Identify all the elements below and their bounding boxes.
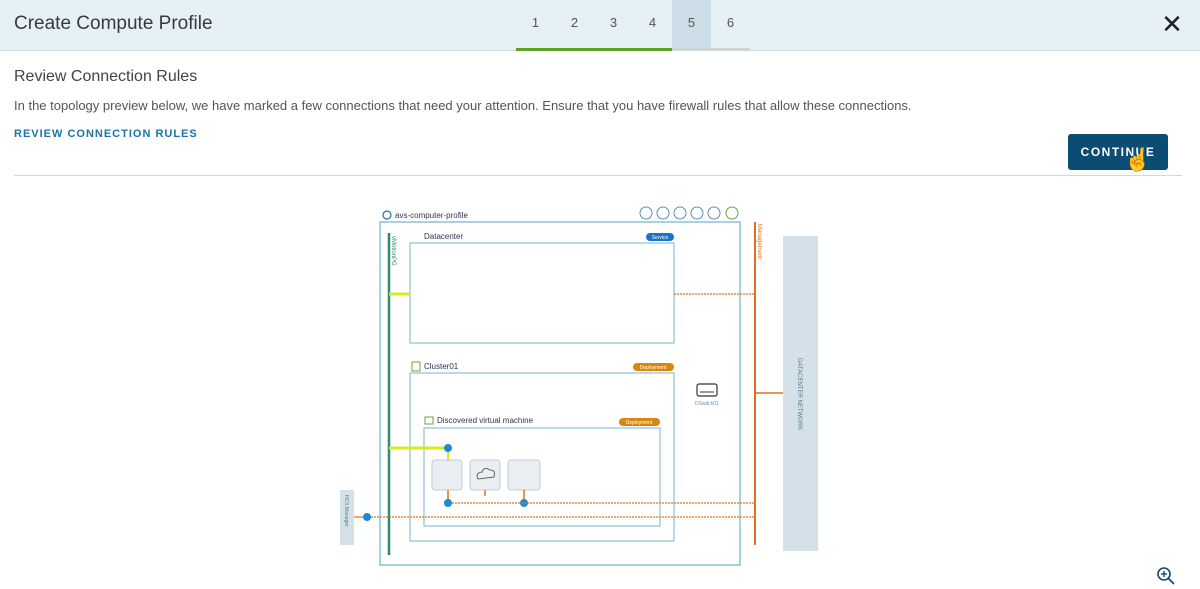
wizard-header: Create Compute Profile 1 2 3 4 5 6 ✕ [0, 0, 1200, 51]
profile-name: avs-computer-profile [395, 211, 468, 220]
service-icon-5[interactable] [707, 206, 721, 220]
cluster-badge [633, 363, 674, 371]
datacenter-label: Datacenter [424, 232, 463, 241]
topology-preview: avs-computer-profile vMotionPG Managemen… [330, 200, 830, 580]
section-description: In the topology preview below, we have m… [14, 98, 912, 113]
service-icon-1[interactable] [639, 206, 653, 220]
divider [14, 175, 1182, 176]
vm-badge-text: Deployment [626, 420, 653, 426]
datacenter-box[interactable] [409, 242, 675, 344]
continue-button[interactable]: CONTINUE [1068, 134, 1168, 170]
vmotion-label: vMotionPG [390, 236, 396, 266]
cluster-label: Cluster01 [424, 362, 459, 371]
zoom-in-icon[interactable] [1156, 566, 1176, 586]
vm-box[interactable] [423, 427, 661, 527]
service-badge-text: Service [652, 235, 669, 241]
service-icon-3[interactable] [673, 206, 687, 220]
cloud-appliance-icon[interactable] [469, 459, 501, 491]
datacenter-network-bar[interactable] [783, 236, 818, 551]
service-icon-4[interactable] [690, 206, 704, 220]
network-extension-icon[interactable] [507, 459, 541, 491]
cluster-badge-text: Deployment [640, 365, 667, 371]
review-connection-rules-link[interactable]: REVIEW CONNECTION RULES [14, 128, 198, 140]
dswitch-icon[interactable] [696, 383, 718, 397]
vm-label: Discovered virtual machine [437, 416, 534, 425]
service-icon-6[interactable] [725, 206, 739, 220]
step-4[interactable]: 4 [633, 0, 672, 51]
profile-icon [382, 210, 392, 220]
datacenter-network-label: DATACENTER NETWORK [796, 358, 802, 430]
hand-cursor-icon: ☝ [1124, 147, 1152, 172]
step-3[interactable]: 3 [594, 0, 633, 51]
step-indicator: 1 2 3 4 5 6 [516, 0, 750, 51]
service-badge [646, 233, 674, 241]
hcx-manager-box[interactable] [340, 490, 354, 545]
vm-badge [619, 418, 660, 426]
service-icons [639, 206, 739, 220]
hcx-node[interactable] [363, 513, 371, 521]
dswitch-label: DSwitch01 [695, 401, 719, 407]
step-5[interactable]: 5 [672, 0, 711, 51]
folder-icon [424, 416, 434, 425]
profile-frame [379, 221, 741, 566]
appliance-ix-icon[interactable] [431, 459, 463, 491]
service-icon-2[interactable] [656, 206, 670, 220]
mgmt-node-1[interactable] [444, 499, 452, 507]
vmotion-node[interactable] [444, 444, 452, 452]
cluster-icon [411, 361, 421, 372]
management-label: Management [756, 224, 762, 259]
step-1[interactable]: 1 [516, 0, 555, 51]
wizard-title: Create Compute Profile [14, 13, 213, 34]
cluster-box[interactable] [409, 372, 675, 542]
step-6[interactable]: 6 [711, 0, 750, 51]
hcx-manager-label: HCX Manager [343, 495, 349, 527]
cloud-icon [476, 467, 495, 480]
section-title: Review Connection Rules [14, 68, 198, 85]
close-icon[interactable]: ✕ [1161, 9, 1183, 39]
step-2[interactable]: 2 [555, 0, 594, 51]
